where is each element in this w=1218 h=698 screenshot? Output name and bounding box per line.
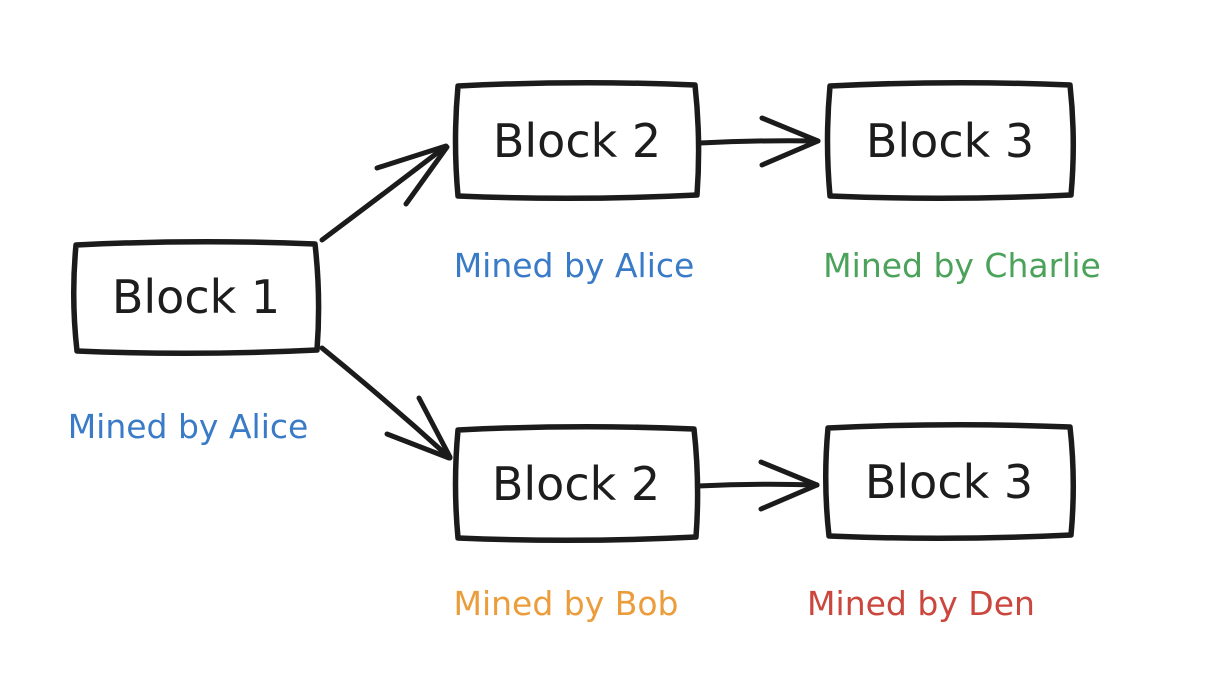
top-block2-box — [452, 79, 702, 202]
top-block2-label: Block 2 — [493, 114, 661, 168]
arrowhead-icon — [384, 395, 453, 461]
arrowhead-icon — [374, 143, 450, 207]
arrow-block1-to-bottom-block2 — [319, 345, 453, 461]
bottom-block2-label: Block 2 — [492, 457, 660, 511]
top-block3-label: Block 3 — [866, 114, 1034, 168]
arrowhead-icon — [759, 115, 821, 168]
arrow-shaft — [697, 138, 821, 146]
arrow-top-block2-to-block3 — [697, 115, 821, 168]
arrow-bottom-block2-to-block3 — [695, 459, 820, 512]
top-block2-miner-label: Mined by Alice — [454, 246, 695, 285]
block1-node: Block 1 — [70, 238, 322, 357]
bottom-block3-label: Block 3 — [865, 455, 1033, 509]
top-block2-node: Block 2 — [452, 79, 702, 202]
arrow-shaft — [319, 345, 453, 461]
block1-miner-label: Mined by Alice — [68, 407, 309, 446]
arrow-shaft — [695, 481, 820, 489]
bottom-block2-box — [452, 423, 701, 544]
bottom-block3-box — [822, 421, 1077, 542]
arrowhead-icon — [758, 459, 820, 512]
bottom-block2-node: Block 2 — [452, 423, 701, 544]
top-block3-miner-label: Mined by Charlie — [823, 246, 1101, 285]
bottom-block3-node: Block 3 — [822, 421, 1077, 542]
top-block3-node: Block 3 — [824, 79, 1077, 202]
arrow-shaft — [319, 144, 448, 243]
block1-box — [70, 238, 322, 357]
top-block3-box — [824, 79, 1077, 202]
bottom-block3-miner-label: Mined by Den — [807, 584, 1035, 623]
arrow-block1-to-top-block2 — [319, 143, 450, 243]
block1-label: Block 1 — [112, 270, 280, 324]
bottom-block2-miner-label: Mined by Bob — [453, 584, 678, 623]
